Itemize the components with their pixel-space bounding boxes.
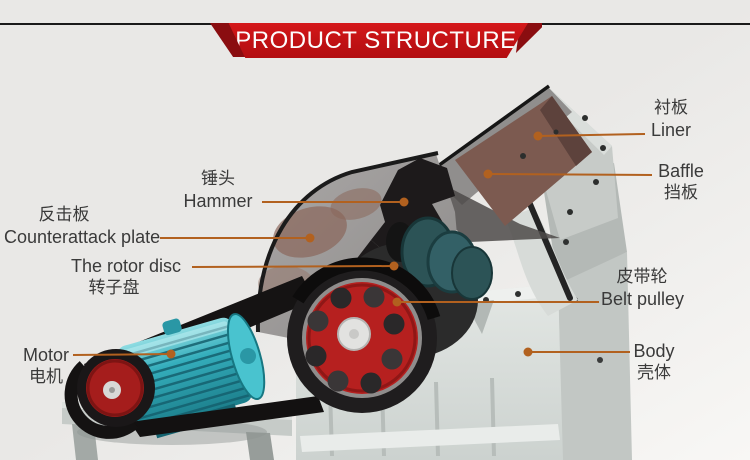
leader-lines: [72, 133, 653, 356]
label-rotor-en: The rotor disc: [70, 256, 182, 276]
banner-ribbon: PRODUCT STRUCTURE: [228, 23, 528, 58]
label-hammer-zh: 锤头: [201, 169, 235, 188]
label-liner: 衬板 Liner: [648, 97, 694, 141]
leader-line-baffle: [487, 173, 653, 176]
label-counterattack-en: Counterattack plate: [4, 227, 161, 247]
hopper: [422, 84, 618, 242]
label-liner-en: Liner: [650, 120, 692, 140]
label-body-zh: 壳体: [637, 363, 671, 382]
baffle-panel: [540, 96, 592, 166]
label-baffle-zh: 挡板: [664, 183, 698, 202]
leader-line-rotor: [191, 265, 395, 268]
leader-dot-rotor: [389, 261, 399, 271]
leader-dot-hammer: [399, 197, 409, 207]
label-body: Body 壳体: [631, 340, 677, 384]
leader-dot-motor: [166, 349, 176, 359]
label-motor-zh: 电机: [29, 367, 63, 386]
belt-pulley-wrap: [64, 361, 139, 439]
label-body-en: Body: [633, 341, 675, 361]
label-liner-zh: 衬板: [654, 98, 688, 117]
page-title: PRODUCT STRUCTURE: [235, 26, 517, 54]
leader-dot-belt-pulley: [392, 297, 402, 307]
label-rotor-disc: The rotor disc 转子盘: [62, 255, 190, 299]
label-hammer: 锤头 Hammer: [153, 168, 283, 212]
leader-line-liner: [537, 133, 646, 137]
label-motor: Motor 电机: [14, 344, 78, 388]
leader-line-motor: [72, 353, 172, 356]
motor-pulley: [77, 349, 155, 427]
label-hammer-en: Hammer: [183, 191, 253, 211]
label-belt-pulley-en: Belt pulley: [601, 289, 685, 309]
belt-lower-run: [130, 396, 324, 437]
leader-dot-baffle: [483, 169, 493, 179]
leader-dots: [166, 131, 543, 359]
leader-dot-body: [523, 347, 533, 357]
label-belt-pulley: 皮带轮 Belt pulley: [601, 266, 685, 310]
flywheel-belt-pulley: [287, 257, 441, 413]
label-counterattack-plate: 反击板 Counterattack plate: [4, 204, 160, 248]
leader-dot-counterattack: [305, 233, 315, 243]
label-motor-en: Motor: [22, 345, 69, 365]
label-belt-pulley-zh: 皮带轮: [616, 267, 668, 286]
label-rotor-zh: 转子盘: [88, 278, 140, 297]
leader-dot-liner: [533, 131, 543, 141]
label-counterattack-zh: 反击板: [38, 205, 90, 224]
label-baffle: Baffle 挡板: [655, 160, 707, 204]
label-baffle-en: Baffle: [658, 161, 704, 181]
